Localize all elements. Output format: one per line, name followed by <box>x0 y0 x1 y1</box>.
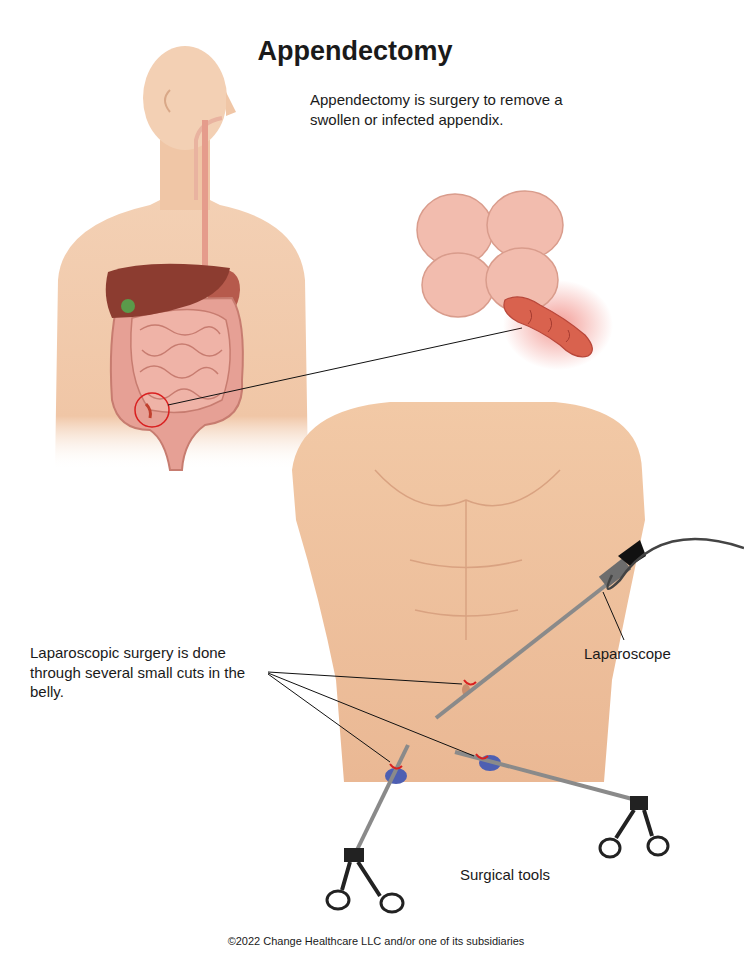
body-figure <box>55 46 308 470</box>
appendix-small <box>146 404 151 418</box>
tool-handle <box>342 862 380 896</box>
leader-line <box>268 673 474 756</box>
incision-mark <box>464 680 476 685</box>
part-label: Surgical tools <box>460 865 550 885</box>
tool-shaft <box>356 745 408 852</box>
scope-eyepiece <box>618 540 646 566</box>
torso-outline <box>292 402 645 782</box>
part-label: Laparoscope <box>584 644 671 664</box>
torso-outline <box>55 200 308 470</box>
finger-ring <box>600 839 620 857</box>
surgical-tool <box>455 752 668 857</box>
incision-mark <box>476 754 488 759</box>
finger-ring <box>381 894 403 912</box>
nose <box>226 92 236 116</box>
abdomen-figure <box>292 402 645 782</box>
muscle-shading <box>375 470 560 640</box>
copyright-note: ©2022 Change Healthcare LLC and/or one o… <box>4 934 744 948</box>
leader-line <box>603 592 624 640</box>
laparoscope-drawing <box>436 539 744 718</box>
callout-note: Laparoscopic surgery is done through sev… <box>30 643 262 702</box>
tool-joint <box>344 848 364 862</box>
organs <box>106 264 243 470</box>
gallbladder <box>121 299 135 313</box>
leader-line <box>268 674 390 762</box>
finger-ring <box>648 837 668 855</box>
tool-handle <box>616 810 652 838</box>
appendix-folds <box>528 310 570 342</box>
cecum-bulge <box>422 253 494 317</box>
intestine-coils <box>140 325 222 399</box>
tool-joint <box>630 796 648 810</box>
liver <box>106 264 230 318</box>
scope-cable <box>608 539 744 589</box>
leader-line <box>268 672 462 684</box>
large-intestine <box>111 298 243 470</box>
zoom-leader-line <box>168 328 522 405</box>
small-intestine <box>131 309 230 412</box>
head <box>143 46 227 150</box>
finger-ring <box>327 891 349 909</box>
leader-lines <box>268 592 624 762</box>
appendix-marker <box>135 393 169 427</box>
appendix-closeup <box>417 191 613 370</box>
surgical-tool <box>327 745 408 912</box>
airway <box>196 118 222 200</box>
esophagus <box>205 120 220 282</box>
incision-mark <box>390 764 402 769</box>
scope-shaft <box>436 582 610 718</box>
title: Appendectomy <box>0 34 710 69</box>
tool-shaft <box>455 752 636 800</box>
intro-note: Appendectomy is surgery to remove a swol… <box>310 90 610 129</box>
ear <box>165 90 170 112</box>
appendix <box>504 297 592 357</box>
